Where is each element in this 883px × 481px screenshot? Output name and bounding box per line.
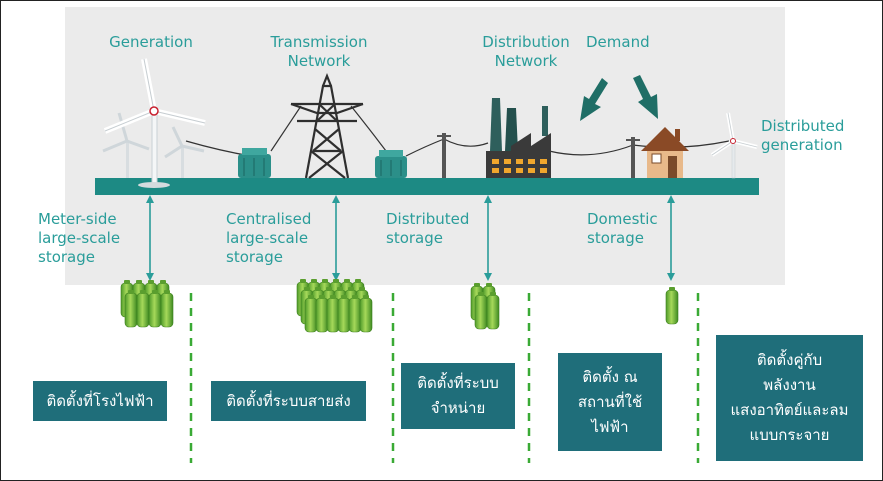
- grid-bus-bar: [95, 178, 759, 195]
- demand-arrow-icon: [633, 75, 658, 119]
- transformer-icon: [238, 148, 271, 178]
- battery-icon: [326, 295, 340, 333]
- power-lines: [185, 105, 730, 157]
- renewable-install-box: ติดตั้งคู่กับ พลังงาน แสงอาทิตย์และลม แบ…: [716, 335, 863, 461]
- meter-side-storage-label: Meter-side large-scale storage: [38, 210, 121, 266]
- demand-arrow-icon: [580, 78, 608, 121]
- transformer-icon: [375, 150, 407, 178]
- distributed-generation-label: Distributed generation: [761, 117, 845, 154]
- battery-icon: [359, 295, 373, 333]
- distributed-wind-turbine-icon: [710, 112, 758, 179]
- centralised-storage-label: Centralised large-scale storage: [226, 210, 312, 266]
- demand-label: Demand: [586, 33, 650, 51]
- battery-icon: [337, 295, 351, 333]
- battery-icon: [304, 295, 318, 333]
- battery-icon: [160, 290, 174, 328]
- transmission-install-box: ติดตั้งที่ระบบสายส่ง: [211, 381, 366, 421]
- wind-farm-icon: [102, 58, 206, 188]
- transmission-network-label: Transmission Network: [270, 33, 368, 70]
- utility-pole-icon: [437, 133, 451, 178]
- section-dividers: [189, 293, 700, 463]
- battery-icon: [486, 292, 500, 330]
- distributed-storage-label: Distributed storage: [386, 210, 470, 247]
- battery-icon: [136, 290, 150, 328]
- domestic-storage-label: Domestic storage: [587, 210, 658, 247]
- battery-icon: [124, 290, 138, 328]
- utility-pole-icon: [626, 137, 640, 178]
- factory-icon: [486, 98, 551, 178]
- battery-icon: [315, 295, 329, 333]
- power-plant-install-box: ติดตั้งที่โรงไฟฟ้า: [33, 381, 167, 421]
- battery-icon: [148, 290, 162, 328]
- distribution-network-label: Distribution Network: [482, 33, 570, 70]
- battery-icon: [348, 295, 362, 333]
- battery-groups: [120, 279, 679, 333]
- house-icon: [641, 127, 689, 178]
- battery-icon: [665, 287, 679, 325]
- storage-connection-arrows: [146, 195, 675, 281]
- transmission-tower-icon: [290, 73, 364, 179]
- usage-site-install-box: ติดตั้ง ณ สถานที่ใช้ ไฟฟ้า: [558, 353, 662, 451]
- battery-icon: [474, 292, 488, 330]
- generation-label: Generation: [109, 33, 193, 51]
- distribution-install-box: ติดตั้งที่ระบบ จำหน่าย: [401, 363, 515, 429]
